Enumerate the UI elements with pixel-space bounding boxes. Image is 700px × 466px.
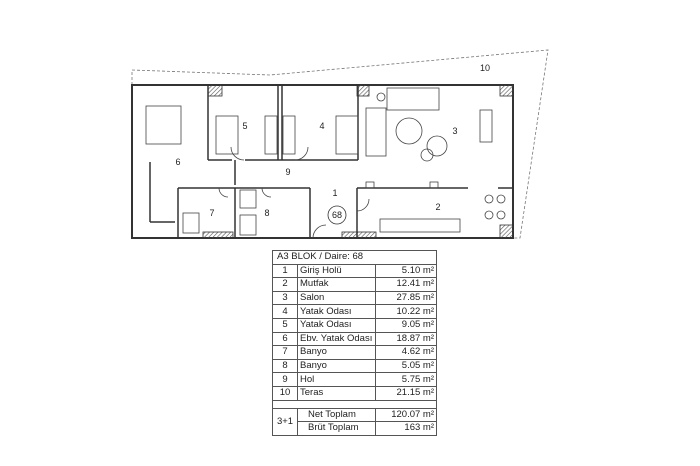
- room-area: 5.10 m²: [375, 263, 437, 279]
- gross-total-label: Brüt Toplam: [297, 421, 376, 436]
- outer-wall: [131, 84, 514, 239]
- sofa: [365, 107, 387, 157]
- bed-master: [145, 105, 182, 145]
- room-area: 5.05 m²: [375, 358, 437, 374]
- table-title: A3 BLOK / Daire: 68: [272, 250, 437, 265]
- room-number: 8: [272, 358, 298, 374]
- room-area: 21.15 m²: [375, 385, 437, 401]
- room-label-9: 9: [285, 167, 290, 177]
- room-number: 7: [272, 345, 298, 360]
- room-label-1: 1: [332, 188, 337, 198]
- room-number: 9: [272, 372, 298, 387]
- room-label-8: 8: [264, 208, 269, 218]
- room-label-7: 7: [209, 208, 214, 218]
- room-name: Banyo: [297, 345, 376, 360]
- room-label-6: 6: [175, 157, 180, 167]
- table-spacer: [272, 399, 437, 409]
- unit-type: 3+1: [272, 407, 298, 436]
- room-number: 6: [272, 331, 298, 347]
- room-number: 10: [272, 385, 298, 401]
- room-area: 27.85 m²: [375, 290, 437, 306]
- room-name: Mutfak: [297, 277, 376, 292]
- interior-walls: [149, 85, 513, 238]
- room-label-5: 5: [242, 121, 247, 131]
- sofa: [386, 87, 440, 111]
- room-name: Banyo: [297, 358, 376, 374]
- room-label-2: 2: [435, 202, 440, 212]
- unit-number: 68: [332, 210, 342, 220]
- furniture: [145, 87, 506, 239]
- room-number: 3: [272, 290, 298, 306]
- room-number: 4: [272, 304, 298, 319]
- room-number: 1: [272, 263, 298, 279]
- room-label-4: 4: [319, 121, 324, 131]
- room-name: Yatak Odası: [297, 317, 376, 333]
- room-name: Ebv. Yatak Odası: [297, 331, 376, 347]
- room-name: Yatak Odası: [297, 304, 376, 319]
- room-name: Teras: [297, 385, 376, 401]
- room-number: 2: [272, 277, 298, 292]
- room-area: 4.62 m²: [375, 345, 437, 360]
- structural-columns: [202, 84, 514, 239]
- room-number: 5: [272, 317, 298, 333]
- room-area: 12.41 m²: [375, 277, 437, 292]
- room-label-3: 3: [452, 126, 457, 136]
- unit-number-badge: [327, 205, 347, 225]
- room-area: 18.87 m²: [375, 331, 437, 347]
- room-name: Giriş Holü: [297, 263, 376, 279]
- room-area: 9.05 m²: [375, 317, 437, 333]
- net-total-value: 120.07 m²: [375, 407, 437, 423]
- dining-table: [479, 109, 493, 143]
- room-area: 10.22 m²: [375, 304, 437, 319]
- room-area: 5.75 m²: [375, 372, 437, 387]
- net-total-label: Net Toplam: [297, 407, 376, 423]
- room-name: Hol: [297, 372, 376, 387]
- terrace-outline: [131, 49, 549, 239]
- room-label-10: 10: [480, 63, 490, 73]
- gross-total-value: 163 m²: [375, 421, 437, 436]
- room-name: Salon: [297, 290, 376, 306]
